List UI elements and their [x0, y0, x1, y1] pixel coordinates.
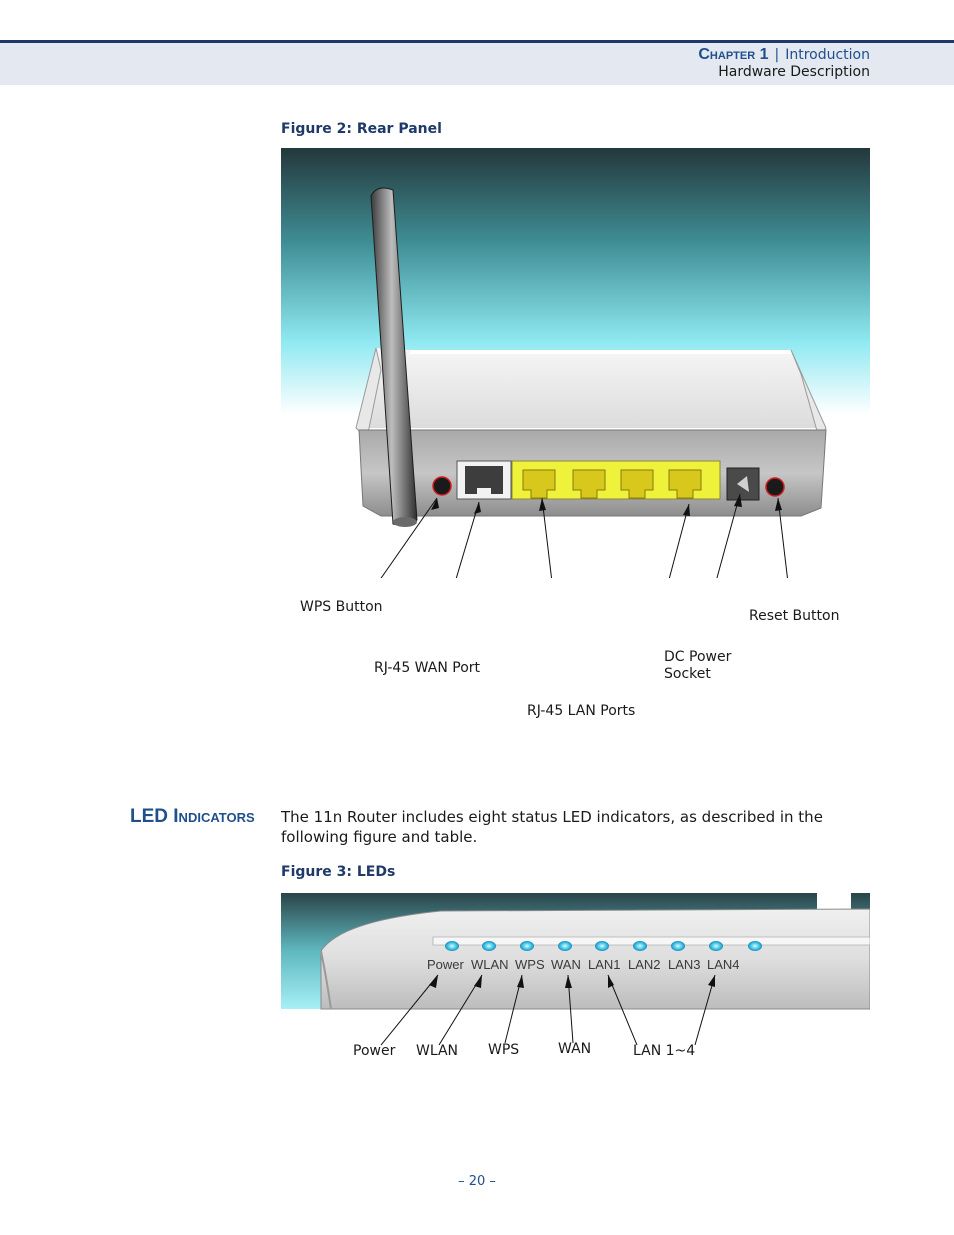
panel-label-power: Power	[427, 957, 465, 972]
callout-wps: WPS	[488, 1042, 520, 1058]
callout-lan-ports: RJ-45 LAN Ports	[527, 703, 636, 719]
panel-label-lan3: LAN3	[668, 957, 701, 972]
callout-dc-power-line2: Socket	[664, 666, 711, 682]
leds-image: Power WLAN WPS WAN LAN1 LAN2 LAN3 LAN4	[281, 893, 870, 1063]
callout-wps-button: WPS Button	[300, 599, 383, 615]
panel-label-wlan: WLAN	[471, 957, 509, 972]
panel-label-lan1: LAN1	[588, 957, 621, 972]
chapter-title: Introduction	[785, 47, 870, 63]
callout-lan: LAN 1~4	[633, 1043, 696, 1059]
figure-3-caption: Figure 3: LEDs	[281, 864, 396, 880]
panel-label-lan4: LAN4	[707, 957, 740, 972]
callout-wan: WAN	[558, 1041, 592, 1057]
callout-wan-port: RJ-45 WAN Port	[374, 660, 481, 676]
callout-reset-button: Reset Button	[749, 608, 840, 624]
figure-2-caption: Figure 2: Rear Panel	[281, 121, 442, 137]
callout-power: Power	[353, 1043, 396, 1059]
page-number: – 20 –	[458, 1174, 496, 1189]
header-separator: |	[774, 47, 780, 63]
header-rule	[0, 40, 954, 43]
running-header-chapter: Chapter 1 | Introduction	[698, 46, 870, 64]
rear-panel-image	[281, 148, 870, 578]
header-band	[0, 43, 954, 85]
section-body: The 11n Router includes eight status LED…	[281, 808, 823, 846]
callout-wlan: WLAN	[416, 1043, 459, 1059]
callout-dc-power-line1: DC Power	[664, 649, 732, 665]
chapter-label: Chapter 1	[698, 46, 769, 63]
panel-label-wan: WAN	[551, 957, 581, 972]
section-heading: LED Indicators	[130, 806, 255, 827]
running-header-section: Hardware Description	[718, 64, 870, 80]
panel-label-wps: WPS	[515, 957, 545, 972]
panel-label-lan2: LAN2	[628, 957, 661, 972]
